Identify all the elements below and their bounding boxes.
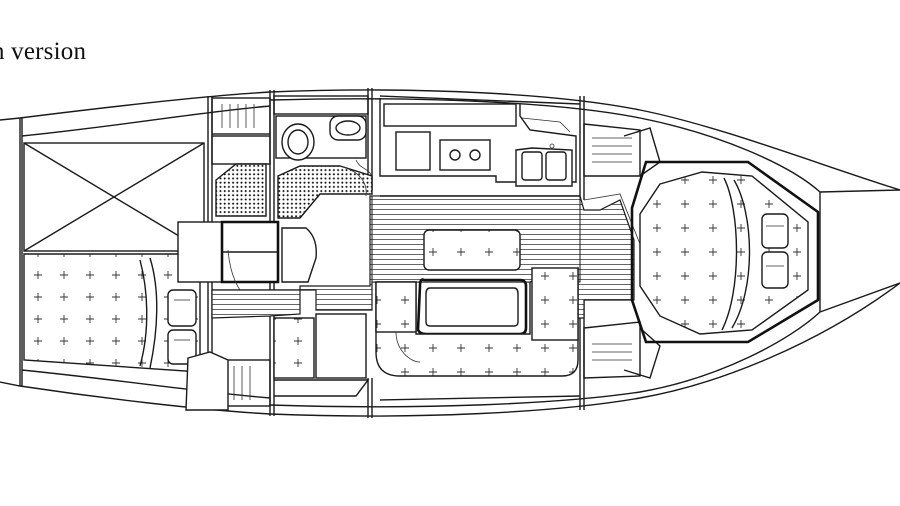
companionway-steps: [177, 220, 317, 313]
aft-cabin-berth: [23, 253, 201, 373]
forward-lockers: [583, 123, 661, 379]
saloon-settee-starboard: [375, 267, 579, 377]
heads: [273, 95, 373, 219]
galley: [379, 98, 577, 187]
hull-outline: [0, 89, 900, 417]
saloon-table: [416, 278, 528, 336]
forward-cabin-berth: [630, 160, 820, 344]
inner-liner: [269, 98, 900, 408]
aft-locker: [23, 142, 205, 252]
saloon-settee-port: [423, 229, 521, 271]
nav-station: [273, 313, 370, 397]
plan-caption: n version: [0, 38, 87, 65]
locker-columns: [185, 97, 271, 411]
